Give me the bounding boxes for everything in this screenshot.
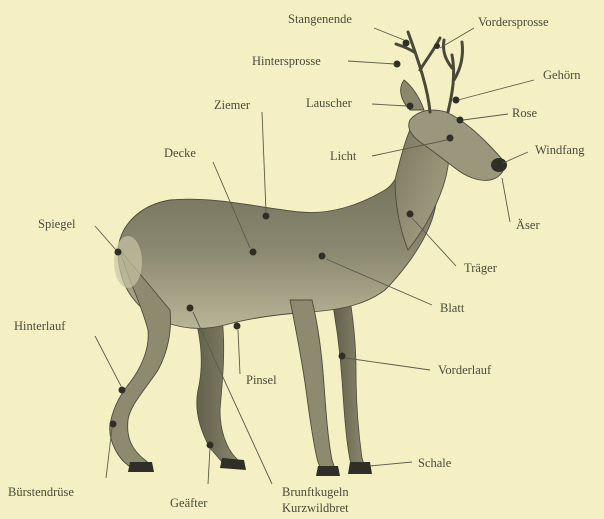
label-decke: Decke (164, 146, 196, 160)
dot-vordersprosse (434, 43, 440, 49)
hoof-front (348, 462, 372, 474)
dot-lauscher (407, 103, 414, 110)
label-gehoern: Gehörn (543, 68, 581, 82)
label-lauscher: Lauscher (306, 96, 353, 110)
label-pinsel: Pinsel (246, 373, 277, 387)
dot-traeger (407, 211, 414, 218)
label-ziemer: Ziemer (214, 98, 251, 112)
label-vordersprosse: Vordersprosse (478, 15, 549, 29)
label-schale: Schale (418, 456, 452, 470)
label-buerstendruese: Bürstendrüse (8, 485, 74, 499)
dot-ziemer (263, 213, 270, 220)
label-licht: Licht (330, 149, 357, 163)
rump-patch (114, 236, 142, 288)
label-windfang: Windfang (535, 143, 585, 157)
label-traeger: Träger (464, 261, 498, 275)
muzzle (491, 158, 507, 172)
label-geaefter: Geäfter (170, 496, 208, 510)
dot-decke (250, 249, 257, 256)
hoof-hind-far (220, 458, 246, 470)
label-brunftkugeln: Brunftkugeln (282, 485, 349, 499)
label-aeser: Äser (516, 218, 540, 232)
label-rose: Rose (512, 106, 537, 120)
label-blatt: Blatt (440, 301, 465, 315)
dot-hinterlauf (119, 387, 126, 394)
deer-body (118, 150, 438, 328)
dot-stangenende (403, 40, 410, 47)
hoof-hind (128, 462, 154, 472)
dot-pinsel (234, 323, 241, 330)
label-kurzwildbret: Kurzwildbret (282, 501, 349, 515)
label-hintersprosse: Hintersprosse (252, 54, 321, 68)
far-fore-leg (330, 288, 366, 470)
dot-geaefter (207, 442, 214, 449)
label-spiegel: Spiegel (38, 217, 76, 231)
dot-vorderlauf (339, 353, 346, 360)
dot-buerstendruese (110, 421, 117, 428)
dot-rose (457, 117, 464, 124)
near-fore-leg (290, 300, 336, 472)
label-stangenende: Stangenende (288, 12, 352, 26)
label-hinterlauf: Hinterlauf (14, 319, 66, 333)
dot-brunftkugeln (187, 305, 194, 312)
dot-blatt (319, 253, 326, 260)
label-vorderlauf: Vorderlauf (438, 363, 492, 377)
hoof-front-near (316, 466, 340, 476)
dot-licht (447, 135, 454, 142)
